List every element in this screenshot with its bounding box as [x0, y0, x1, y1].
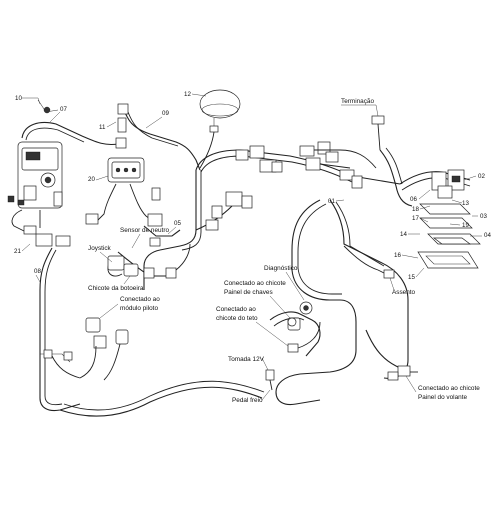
- callout-02: 02: [478, 173, 485, 180]
- harness-05: [107, 225, 191, 279]
- callout-08: 08: [34, 268, 41, 275]
- callout-01: 01: [328, 198, 335, 205]
- callout-20: 20: [88, 176, 95, 183]
- label-terminacao: Terminação: [341, 98, 374, 105]
- label-chicote-teto-line2: chicote do teto: [216, 315, 258, 322]
- label-painel-chaves-line2: Painel de chaves: [224, 289, 273, 296]
- callout-07: 07: [60, 106, 67, 113]
- callout-13: 13: [462, 200, 469, 207]
- callout-19: 19: [462, 222, 469, 229]
- label-tomada-12v: Tomada 12V: [228, 356, 265, 363]
- steering-connector: [387, 365, 418, 381]
- text-labels: Terminação Sensor de neutro Joystick Chi…: [88, 98, 480, 404]
- callout-09: 09: [162, 110, 169, 117]
- sensor-10: [37, 99, 59, 114]
- callout-04: 04: [484, 232, 491, 239]
- label-painel-chaves-line1: Conectado ao chicote: [224, 280, 286, 287]
- cable-09: [117, 103, 201, 171]
- label-assento: Assento: [392, 289, 416, 296]
- label-chicote-teto-line1: Conectado ao: [216, 306, 256, 313]
- connector-cluster-top: [205, 145, 283, 231]
- antenna-12: [199, 89, 241, 169]
- label-diagnostico: Diagnóstico: [264, 265, 298, 272]
- callout-15: 15: [408, 274, 415, 281]
- label-joystick: Joystick: [88, 245, 112, 252]
- callout-17: 17: [412, 215, 419, 222]
- callout-12: 12: [184, 91, 191, 98]
- cable-07: [21, 121, 127, 149]
- right-connector-group: [299, 115, 385, 189]
- callout-16: 16: [394, 252, 401, 259]
- seat-connector: [343, 245, 395, 279]
- callout-05: 05: [174, 220, 181, 227]
- main-harness: [39, 147, 471, 417]
- label-sensor-neutro: Sensor de neutro: [120, 227, 169, 234]
- label-painel-volante-line2: Painel do volante: [418, 394, 467, 401]
- label-pedal-freio: Pedal freio: [232, 397, 263, 404]
- controller-20: [85, 157, 163, 227]
- label-modulo-piloto-line2: módulo piloto: [120, 305, 158, 312]
- pilot-module-connectors: [40, 317, 129, 381]
- center-lower-connectors: [265, 301, 321, 391]
- label-painel-volante-line1: Conectado ao chicote: [418, 385, 480, 392]
- callout-numbers: 10 07 11 09 12 20 05 01 21 08 06 18 13 1…: [14, 91, 491, 283]
- callout-06: 06: [410, 196, 417, 203]
- label-modulo-piloto-line1: Conectado ao: [120, 296, 160, 303]
- callout-21: 21: [14, 248, 21, 255]
- right-plates: [417, 169, 481, 269]
- callout-14: 14: [400, 231, 407, 238]
- display-module-21: [7, 141, 71, 247]
- label-chicote-botoeira: Chicote da botoeira: [88, 285, 144, 292]
- callout-10: 10: [15, 95, 22, 102]
- callout-11: 11: [99, 124, 106, 131]
- callout-03: 03: [480, 213, 487, 220]
- callout-18: 18: [412, 206, 419, 213]
